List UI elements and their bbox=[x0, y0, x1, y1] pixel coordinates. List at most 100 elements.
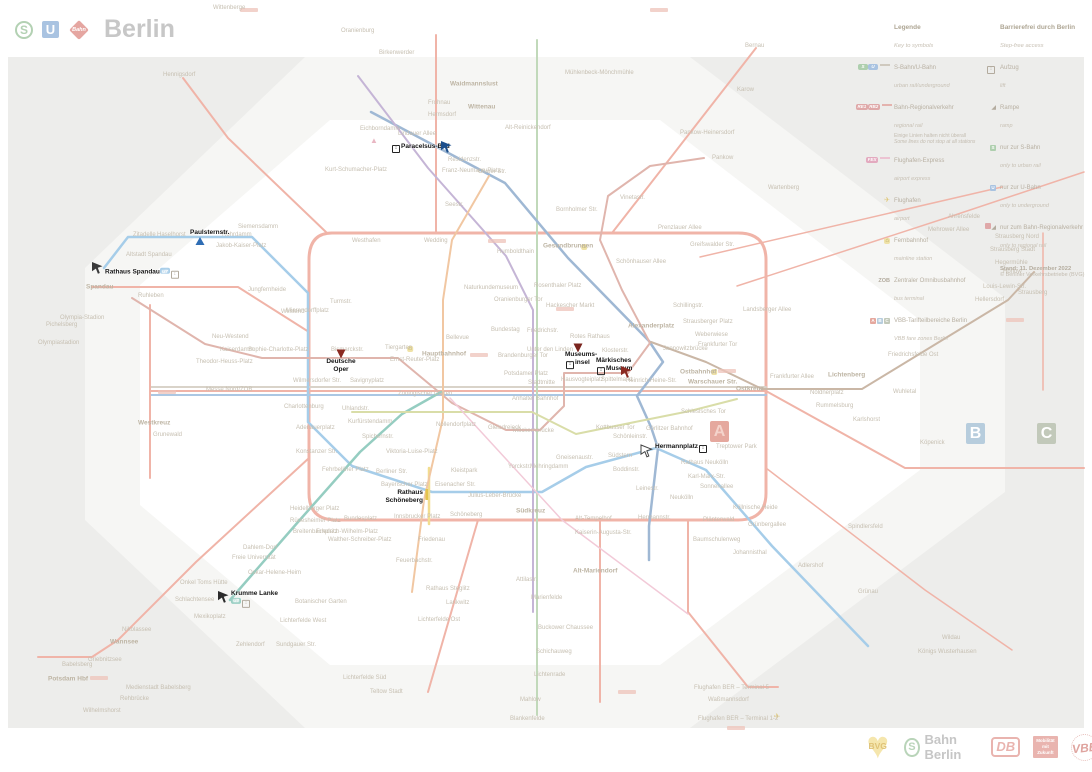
highlighted-station-label[interactable]: Hermannplatz↕ bbox=[655, 443, 708, 453]
station-label: Wuhletal bbox=[893, 388, 917, 395]
station-label: Friedrichstr. bbox=[527, 327, 559, 334]
station-label: Strausberg bbox=[1018, 289, 1048, 296]
station-label: Schillingstr. bbox=[673, 302, 704, 309]
station-label: Teltow Stadt bbox=[370, 688, 403, 695]
sbahn-berlin-logo: S Bahn Berlin bbox=[904, 732, 978, 762]
station-label: Gesundbrunnen bbox=[543, 242, 594, 250]
db-bahn-diamond-icon: Bahn bbox=[69, 19, 89, 40]
line-number-strip bbox=[240, 8, 258, 12]
highlighted-station-label[interactable]: Museums-↕insel bbox=[565, 351, 598, 369]
station-label: Hellersdorf bbox=[975, 296, 1005, 303]
station-label: Wilhelmshorst bbox=[83, 707, 121, 714]
line-number-strip bbox=[1006, 318, 1024, 322]
cursor-pin-icon[interactable] bbox=[440, 140, 454, 154]
station-label: Frankfurter Allee bbox=[770, 373, 815, 380]
transit-line-u7 bbox=[102, 235, 870, 648]
transit-line-koenigs-wusterhausen bbox=[765, 467, 1013, 651]
sbahn-logo-icon: S bbox=[15, 20, 33, 39]
transit-line-ber-airport bbox=[687, 519, 779, 688]
station-label: Breitenbachplatz bbox=[293, 528, 338, 535]
line-number-strip bbox=[90, 676, 108, 680]
bvg-heart-logo: ♥ BVG bbox=[864, 727, 891, 765]
station-label: Oranienburg bbox=[341, 27, 375, 34]
station-label: Hauptbahnhof bbox=[422, 350, 467, 358]
station-label: Westend bbox=[281, 308, 305, 315]
db-logo: DB bbox=[991, 737, 1021, 757]
station-label: Waßmannsdorf bbox=[708, 696, 749, 703]
station-label: Ruhleben bbox=[138, 292, 164, 299]
legend-item-icon: ZOB bbox=[878, 278, 890, 284]
cursor-pin-icon[interactable] bbox=[620, 365, 634, 379]
cursor-pin-icon[interactable] bbox=[91, 261, 105, 275]
station-label: Residenzstr. bbox=[448, 156, 482, 163]
legend-item-icon: U bbox=[990, 185, 996, 191]
station-label: Vinetastr. bbox=[620, 194, 645, 201]
station-label: Theodor-Heuss-Platz bbox=[196, 358, 253, 365]
station-label: Wannsee bbox=[110, 638, 139, 646]
station-label: Friedenau bbox=[418, 536, 446, 543]
station-label: Grunewald bbox=[153, 431, 183, 438]
station-label: Westhafen bbox=[352, 237, 381, 244]
station-label: Griebnitzsee bbox=[88, 656, 122, 663]
station-label: Pankow bbox=[712, 154, 734, 161]
map-symbol-icon: ✈ bbox=[773, 712, 781, 721]
station-label: Tiergarten bbox=[385, 344, 413, 351]
station-marker-pin[interactable] bbox=[424, 488, 430, 501]
station-label: Turmstr. bbox=[330, 298, 352, 305]
transit-line-u8 bbox=[369, 110, 665, 562]
station-marker-pin[interactable] bbox=[195, 236, 205, 246]
transit-line-u3 bbox=[228, 390, 443, 602]
transit-line-south-2 bbox=[427, 519, 479, 693]
station-label: Olympiastadion bbox=[38, 339, 80, 346]
station-label: Hermsdorf bbox=[428, 111, 457, 118]
transit-line-u9 bbox=[411, 175, 490, 593]
station-label: Hennigsdorf bbox=[163, 71, 196, 78]
station-label: Boddinstr. bbox=[613, 466, 640, 473]
station-label: Uhlandstr. bbox=[342, 405, 370, 412]
station-label: Attilastr. bbox=[516, 576, 538, 583]
station-label: Rathaus Steglitz bbox=[426, 585, 470, 592]
highlighted-station-label[interactable]: Paulsternstr. bbox=[190, 229, 230, 237]
station-label: Pankow-Heinersdorf bbox=[680, 129, 735, 136]
heart-icon: ♥ bbox=[866, 725, 889, 767]
station-label: Spindlersfeld bbox=[848, 523, 883, 530]
station-label: Bernau bbox=[745, 42, 765, 49]
station-label: Mühlenbeck-Mönchmühle bbox=[565, 69, 634, 76]
station-label: Bayerischer Platz bbox=[381, 481, 428, 488]
station-label: Alt-Reinickendorf bbox=[505, 124, 551, 131]
station-label: Rathaus Neukölln bbox=[681, 459, 729, 466]
station-label: Marienfelde bbox=[531, 594, 563, 601]
station-label: Kurfürstendamm bbox=[348, 418, 393, 425]
station-marker-pin[interactable] bbox=[572, 342, 584, 354]
station-label: Mexikoplatz bbox=[194, 613, 226, 620]
legend-item-icon: FEX bbox=[856, 149, 894, 167]
highlighted-station-label[interactable]: Märkisches↕Museum bbox=[596, 357, 633, 375]
station-label: Berliner Str. bbox=[376, 468, 408, 475]
station-label: Yorckstr. bbox=[508, 463, 531, 470]
transit-line-spandau bbox=[91, 286, 310, 333]
station-marker-pin[interactable] bbox=[335, 348, 347, 360]
highlighted-station-label[interactable]: ↕Paracelsus-Bad bbox=[391, 143, 450, 153]
station-label: Fehrbelliner Platz bbox=[322, 466, 369, 473]
station-label: Köpenick bbox=[920, 439, 945, 446]
station-label: Plänterwald bbox=[703, 516, 735, 523]
fare-zone-badge-A: A bbox=[710, 421, 729, 442]
station-label: Jungfernheide bbox=[248, 286, 287, 293]
station-label: Karow bbox=[737, 86, 755, 93]
cursor-pin-icon[interactable] bbox=[217, 590, 231, 604]
station-label: Kottbusser Tor bbox=[596, 424, 635, 431]
line-number-strip bbox=[718, 369, 736, 373]
station-label: Hönow bbox=[1003, 268, 1022, 275]
station-label: Humboldthain bbox=[497, 248, 535, 255]
cursor-pin-icon[interactable] bbox=[640, 444, 654, 458]
